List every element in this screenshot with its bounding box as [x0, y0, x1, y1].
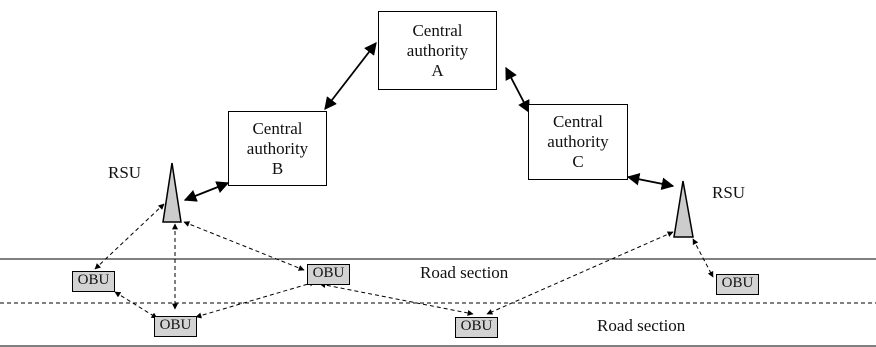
rsu-tower-right [673, 180, 694, 238]
link-b-to-a [324, 42, 377, 110]
central-authority-a: Central authority A [378, 11, 497, 90]
central-authority-b-line2: authority [246, 138, 309, 158]
obu-device-2: OBU [154, 316, 197, 337]
rsu-label-left: RSU [108, 163, 142, 182]
wireless-links [94, 203, 714, 319]
obu-device-1: OBU [72, 271, 115, 292]
central-authority-a-line2: authority [406, 40, 469, 60]
link-rsu-right-obu5 [692, 238, 714, 278]
link-rsu-left-to-b [183, 181, 230, 202]
link-rsu-left-obu3 [183, 221, 305, 271]
central-authority-b: Central authority B [228, 111, 327, 186]
obu-device-5: OBU [716, 274, 759, 295]
link-c-to-rsu-right [626, 173, 675, 190]
central-authority-c-line2: authority [547, 132, 609, 151]
link-rsu-right-obu4 [486, 231, 674, 315]
obu-device-4: OBU [455, 317, 498, 338]
rsu-tower-left [162, 162, 182, 223]
link-a-to-c [505, 66, 530, 114]
road-section-label-upper: Road section [420, 263, 509, 282]
central-authority-a-line1: Central [412, 20, 463, 40]
link-rsu-left-obu1 [94, 203, 165, 270]
link-obu1-obu2 [114, 291, 158, 319]
obu-device-3: OBU [307, 264, 350, 285]
rsu-label-right: RSU [712, 183, 746, 202]
link-obu2-obu3 [195, 280, 316, 319]
central-authority-c-line3: C [572, 152, 584, 171]
central-authority-b-line3: B [271, 158, 284, 178]
central-authority-c-line1: Central [552, 112, 604, 131]
central-authority-a-line3: A [431, 60, 444, 80]
central-authority-c: Central authority C [528, 104, 628, 180]
road-section-label-lower: Road section [597, 316, 686, 335]
link-obu3-obu4 [319, 282, 474, 316]
central-authority-b-line1: Central [252, 118, 303, 138]
